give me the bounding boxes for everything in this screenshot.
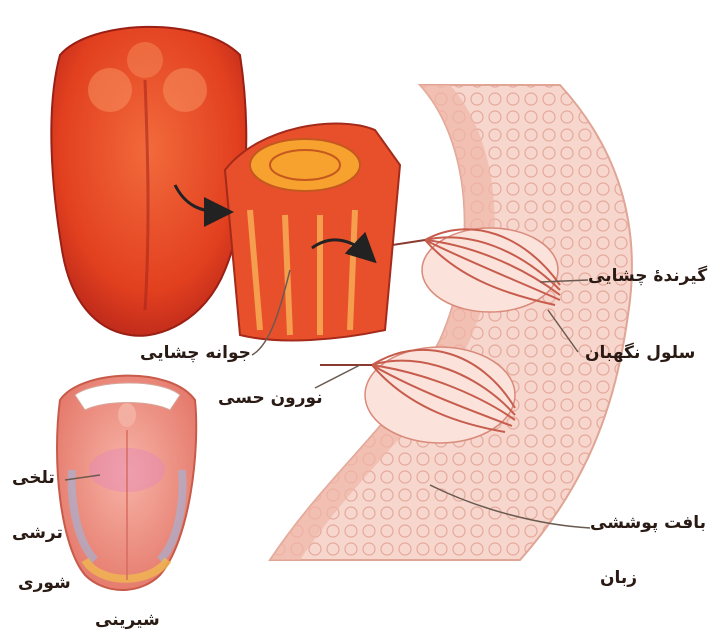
papilla-closeup xyxy=(225,123,400,340)
taste-bud-lower xyxy=(320,347,515,443)
label-sourness: ترشی xyxy=(12,525,63,542)
label-sweetness: شیرینی xyxy=(95,612,160,629)
label-tongue: زبان xyxy=(600,570,637,587)
mouth-tongue-map xyxy=(57,376,196,590)
label-saltiness: شوری xyxy=(18,575,71,592)
leader-sensory-neuron xyxy=(315,365,360,388)
tongue-illustration xyxy=(51,27,246,336)
label-sensory-neuron: نورون حسی xyxy=(218,390,323,407)
label-taste-receptor: گیرندهٔ چشایی xyxy=(588,268,707,285)
label-guard-cell: سلول نگهبان xyxy=(585,345,695,362)
label-bitterness: تلخی xyxy=(12,470,55,487)
label-taste-bud: جوانه چشایی xyxy=(140,345,251,362)
label-epithelial-tissue: بافت پوششی xyxy=(590,515,706,532)
